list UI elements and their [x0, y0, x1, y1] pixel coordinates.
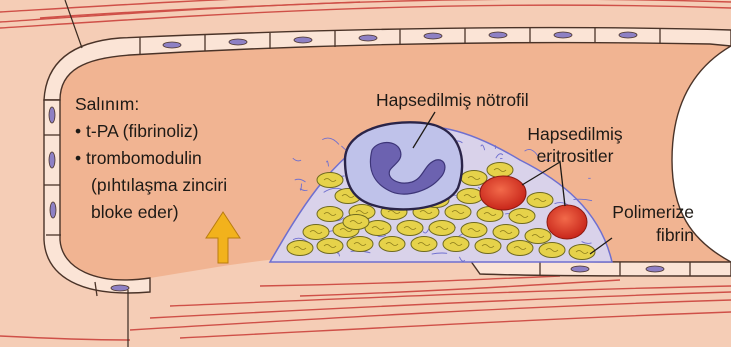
neutrophil-label: Hapsedilmiş nötrofil [376, 90, 529, 111]
trapped-neutrophil [345, 122, 462, 209]
release-item-thrombomodulin: • trombomodulin [75, 148, 202, 169]
erythrocytes-label-line1: Hapsedilmiş [515, 124, 635, 145]
release-item-tpa-text: t-PA (fibrinoliz) [86, 121, 198, 141]
erythrocytes-label-line2: eritrositler [515, 146, 635, 167]
release-item-note-line2: bloke eder) [91, 202, 179, 223]
fibrin-label-line2: fibrin [590, 225, 694, 246]
release-item-tpa: • t-PA (fibrinoliz) [75, 121, 198, 142]
release-item-thrombomodulin-text: trombomodulin [86, 148, 202, 168]
release-heading: Salınım: [75, 94, 139, 115]
release-item-note-line1: (pıhtılaşma zinciri [91, 175, 227, 196]
fibrin-label-line1: Polimerize [590, 202, 694, 223]
